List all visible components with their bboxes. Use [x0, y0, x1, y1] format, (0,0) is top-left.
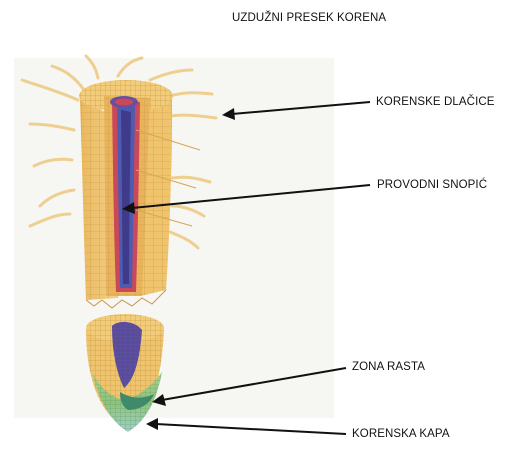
label-growth-zone: ZONA RASTA — [352, 360, 425, 374]
label-root-hairs: KORENSKE DLAČICE — [376, 95, 495, 109]
diagram-title: UZDUŽNI PRESEK KORENA — [232, 11, 386, 25]
label-root-cap: KORENSKA KAPA — [352, 427, 450, 441]
label-vascular-bundle: PROVODNI SNOPIĆ — [377, 178, 487, 192]
illustration-background — [14, 58, 334, 418]
arrow-root-cap — [156, 424, 346, 434]
